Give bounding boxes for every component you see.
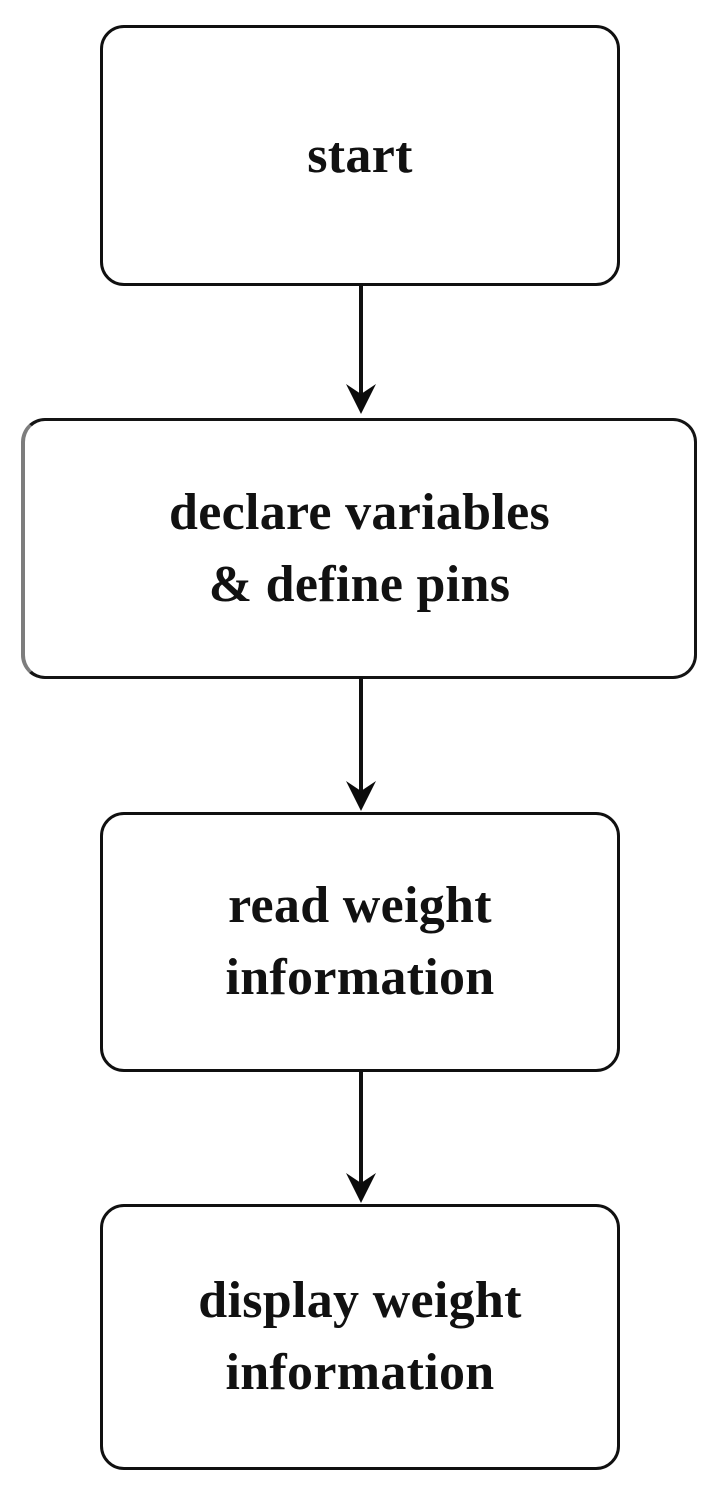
flowchart-node-read-weight[interactable]: read weight information [100, 812, 620, 1072]
flowchart-edge-read-to-display [333, 1070, 389, 1206]
flowchart-node-display-weight[interactable]: display weight information [100, 1204, 620, 1470]
flowchart-node-read-weight-label: read weight information [225, 877, 495, 1006]
down-arrow-icon [346, 1070, 376, 1203]
flowchart-edge-start-to-declare [333, 284, 389, 416]
flowchart-node-start[interactable]: start [100, 25, 620, 286]
flowchart-node-start-label: start [307, 126, 413, 184]
flowchart-edge-declare-to-read [333, 677, 389, 814]
flowchart-node-declare-variables-label: declare variables & define pins [168, 483, 551, 613]
flowchart-node-declare-variables[interactable]: declare variables & define pins [21, 418, 697, 679]
flowchart-node-display-weight-label: display weight information [198, 1272, 522, 1401]
down-arrow-icon [346, 284, 376, 414]
down-arrow-icon [346, 677, 376, 811]
